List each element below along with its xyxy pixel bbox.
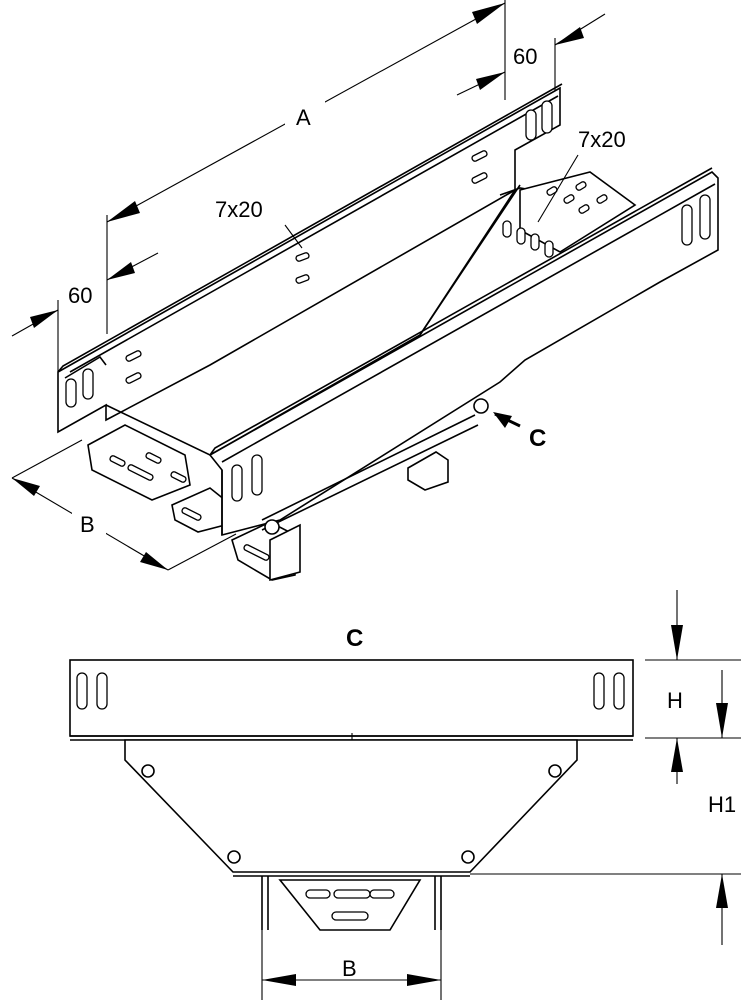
- dim-60-left-label: 60: [68, 283, 92, 308]
- view-marker-c-label: C: [529, 425, 546, 452]
- dim-a-label: A: [296, 105, 311, 130]
- dimension-60-top: 60: [456, 13, 606, 100]
- side-rail: [69, 659, 634, 737]
- dimension-b-iso: B: [11, 439, 237, 571]
- slot-callouts: 7x20 7x20: [215, 127, 626, 249]
- slot-label-1: 7x20: [215, 197, 263, 222]
- dim-60-top-label: 60: [513, 44, 537, 69]
- mounting-feet: [87, 424, 449, 582]
- dimension-h: H: [645, 590, 741, 739]
- left-side-rail: [57, 83, 563, 434]
- side-view-c: C H: [69, 590, 741, 1000]
- view-marker-c: C: [493, 412, 546, 452]
- isometric-view: A 60 60 B: [11, 0, 719, 582]
- dimension-h1: H1: [470, 738, 741, 945]
- branch-plate: [124, 739, 578, 873]
- dim-h-label: H: [667, 688, 683, 713]
- dim-h1-label: H1: [708, 792, 736, 817]
- dimension-b-side: B: [261, 930, 442, 1000]
- dimension-a: A: [106, 0, 506, 334]
- slot-label-2: 7x20: [578, 127, 626, 152]
- side-view-title: C: [346, 625, 363, 652]
- dim-b-side-label: B: [342, 956, 357, 981]
- bottom-foot: [278, 879, 422, 931]
- dim-b-iso-label: B: [80, 512, 95, 537]
- right-side-rail: [208, 167, 719, 537]
- dimension-60-left: 60: [11, 252, 159, 372]
